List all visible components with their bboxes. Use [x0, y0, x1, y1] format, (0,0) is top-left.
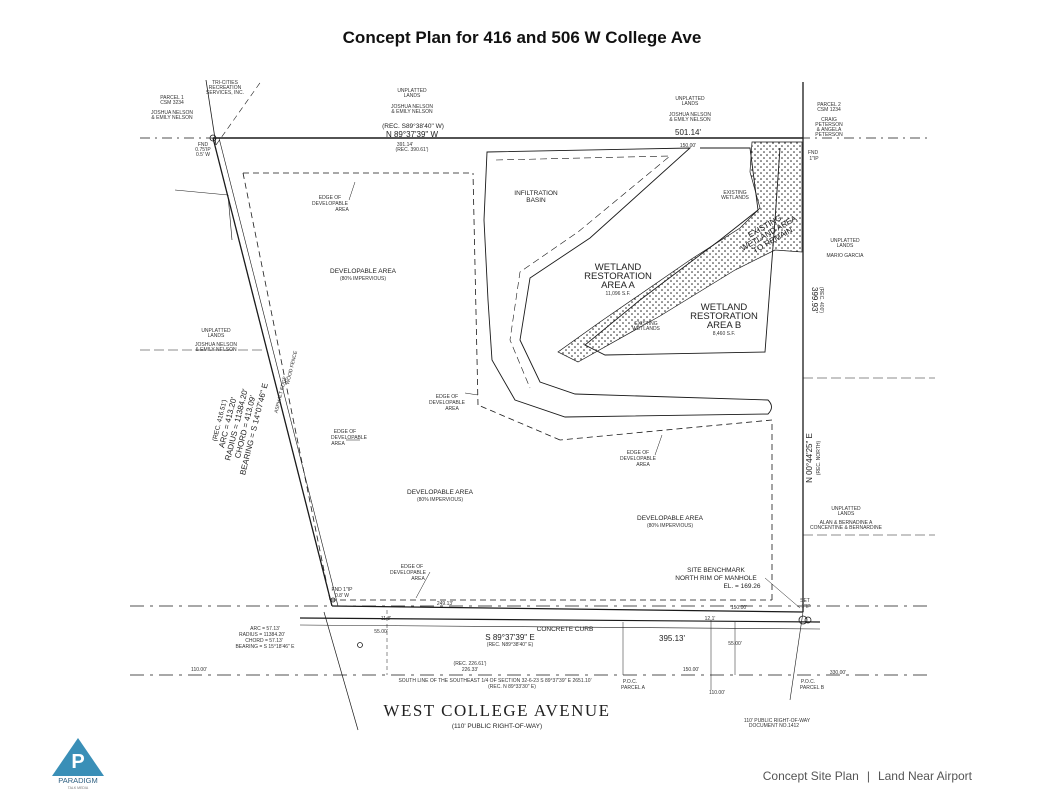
logo-text: PARADIGM — [58, 776, 97, 785]
footer: Concept Site Plan|Land Near Airport — [762, 769, 972, 783]
dist-150-south-label: 150.00' — [731, 605, 747, 611]
joshua-top-left-label: JOSHUA NELSON& EMILY NELSON — [151, 110, 193, 121]
infiltration-basin — [483, 147, 772, 418]
north-distance-label: 501.14' — [675, 128, 701, 137]
south-record2-label: (REC. 226.61') — [454, 661, 487, 667]
mario-garcia-label: MARIO GARCIA — [827, 253, 865, 259]
logo-subtext: TALK MEDIA — [68, 786, 89, 790]
svg-text:RADIUS = 11384.20': RADIUS = 11384.20' — [239, 632, 285, 638]
south-property-line — [331, 605, 804, 613]
section-line-record-label: (REC. N 89°33'30" E) — [488, 684, 536, 690]
west-property-line — [212, 137, 333, 607]
dist-150b-label: 150.00' — [683, 667, 699, 673]
fnd-nw-marker — [209, 134, 217, 142]
dist-249-label: 249.13' — [437, 601, 453, 607]
manhole-marker — [798, 615, 808, 625]
north-subrecord-label: (REC. 390.61') — [396, 147, 429, 153]
existing-wetland-area — [557, 141, 803, 363]
joshua-top-right-label: JOSHUA NELSON& EMILY NELSON — [669, 112, 711, 123]
curve-data-block: (REC. 416.51') ARC = 413.20' RADIUS = 11… — [211, 382, 269, 476]
east-bearing-record-label: (REC. NORTH) — [816, 440, 822, 475]
dist-121-label: 12.1' — [705, 616, 716, 622]
developable-area-outline — [242, 172, 773, 601]
paradigm-logo: P PARADIGM TALK MEDIA — [52, 738, 104, 790]
svg-text:ARC = 57.13': ARC = 57.13' — [250, 626, 280, 632]
joshua-left-label: JOSHUA NELSON& EMILY NELSON — [195, 342, 237, 353]
wood-fence-label: WOOD FENCE — [285, 350, 299, 386]
logo-triangle-icon — [52, 738, 104, 776]
dist-118-label: 11.8' — [381, 616, 391, 622]
svg-text:CHORD = 57.13': CHORD = 57.13' — [245, 638, 283, 644]
dist-330-label: 330.00' — [830, 670, 846, 676]
south-dist2-label: 226.33' — [462, 667, 478, 673]
footer-left-text: Concept Site Plan — [762, 769, 859, 783]
dist-110-label: 110.00' — [191, 667, 207, 673]
asphalt-edge-line — [218, 137, 339, 607]
curve-data-small-block: ARC = 57.13' RADIUS = 11384.20' CHORD = … — [235, 626, 295, 650]
poc-a-label: P.O.C.PARCEL A — [621, 679, 646, 691]
east-distance-label: 399.93' — [810, 287, 819, 313]
monuments — [209, 134, 812, 648]
svg-text:BEARING = S 15°18'46" E: BEARING = S 15°18'46" E — [235, 644, 295, 650]
curve-extension — [323, 611, 359, 731]
street-row-label: (110' PUBLIC RIGHT-OF-WAY) — [452, 723, 542, 730]
joshua-top-label: JOSHUA NELSON& EMILY NELSON — [391, 104, 433, 115]
section-line-label: SOUTH LINE OF THE SOUTHEAST 1/4 OF SECTI… — [398, 678, 591, 684]
street-name: WEST COLLEGE AVENUE — [383, 701, 610, 720]
dist-55-label: 55.00' — [374, 629, 388, 635]
footer-right-text: Land Near Airport — [877, 769, 972, 783]
north-record-label: (REC. S89°38'40" W) — [382, 122, 444, 130]
south-distance-label: 395.13' — [659, 634, 685, 643]
developable-area-label-3: DEVELOPABLE AREA(80% IMPERVIOUS) — [637, 515, 704, 529]
dist-110b-label: 110.00' — [709, 690, 725, 696]
east-record-label: (REC. 400') — [818, 287, 824, 313]
poc-b-label: P.O.C.PARCEL B — [800, 679, 825, 691]
east-bearing-label: N 00°44'25" E — [805, 433, 814, 483]
developable-area-label-2: DEVELOPABLE AREA(80% IMPERVIOUS) — [407, 489, 474, 503]
north-150-label: 150.00' — [680, 143, 696, 149]
dist-55b-label: 55.00' — [728, 641, 742, 647]
svg-text:P: P — [71, 751, 84, 773]
developable-area-label-1: DEVELOPABLE AREA(80% IMPERVIOUS) — [330, 268, 397, 282]
property-boundary — [130, 79, 935, 731]
page-title: Concept Plan for 416 and 506 W College A… — [342, 28, 702, 47]
south-record-label: (REC. N89°38'40" E) — [487, 642, 534, 648]
south-bearing-label: S 89°37'39" E — [485, 633, 534, 642]
north-bearing-label: N 89°37'39" W — [386, 130, 438, 139]
concrete-curb-label: CONCRETE CURB — [537, 626, 594, 633]
north-subdistance-label: 391.14' — [397, 142, 413, 148]
concrete-curb-line — [299, 617, 821, 623]
